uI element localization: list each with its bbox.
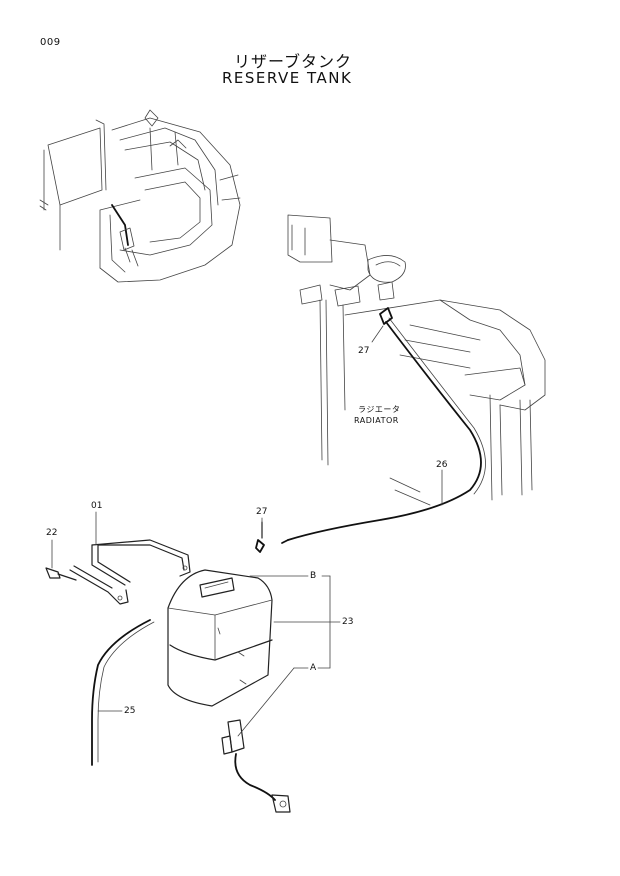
callout-26: 26 <box>436 460 448 470</box>
hose-stub <box>281 539 289 544</box>
callout-B: B <box>310 571 317 581</box>
radiator-label-japanese: ラジエータ <box>358 405 401 414</box>
overflow-hose-26 <box>287 317 486 541</box>
callout-22: 22 <box>46 528 58 538</box>
callout-27-middle: 27 <box>256 507 268 517</box>
page-number: 009 <box>40 37 61 48</box>
callout-23: 23 <box>342 617 354 627</box>
drain-hose-25 <box>91 619 155 766</box>
callout-01: 01 <box>91 501 103 511</box>
title-japanese: リザーブタンク <box>234 52 353 71</box>
callout-A: A <box>310 663 317 673</box>
hose-clamp-27-top <box>379 307 393 325</box>
bracket-01 <box>69 539 191 605</box>
radiator-label-english: RADIATOR <box>354 416 399 425</box>
level-sensor <box>221 719 291 813</box>
leader-lines <box>51 325 443 737</box>
callout-27-top: 27 <box>358 346 370 356</box>
hose-clamp-27-middle <box>255 521 265 553</box>
callout-25: 25 <box>124 706 136 716</box>
machine-body-drawing <box>39 109 241 283</box>
radiator-assembly-drawing <box>287 214 546 506</box>
title-english: RESERVE TANK <box>222 69 353 87</box>
bolt-22 <box>45 567 77 581</box>
reserve-tank-23 <box>167 569 273 707</box>
